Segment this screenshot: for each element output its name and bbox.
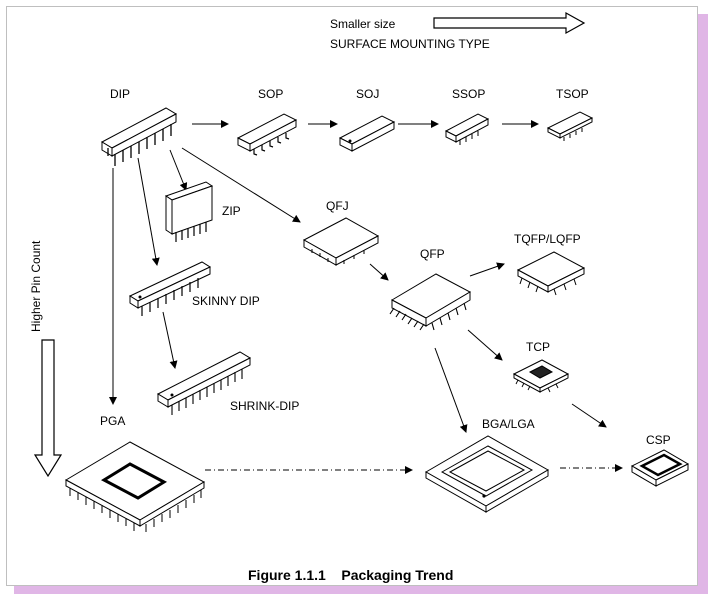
tqfp-label: TQFP/LQFP (514, 232, 581, 246)
arrow-tcp-csp (571, 403, 607, 428)
soj-label: SOJ (356, 87, 379, 101)
higher-pin-count-label: Higher Pin Count (29, 240, 43, 332)
surface-mounting-label: SURFACE MOUNTING TYPE (330, 37, 490, 51)
tcp-label: TCP (526, 340, 550, 354)
arrow-qfp-tqfp (469, 262, 505, 277)
tsop-package (546, 111, 594, 141)
ssop-label: SSOP (452, 87, 485, 101)
qfp-label: QFP (420, 247, 445, 261)
zip-package (164, 181, 214, 242)
qfp-package (389, 273, 472, 331)
shrink-dip-package (156, 351, 252, 415)
higher-pin-count-arrow (33, 339, 63, 478)
smaller-size-arrow (433, 11, 586, 35)
dip-label: DIP (110, 87, 130, 101)
trend-arrows (109, 120, 623, 474)
arrow-dip-zip (169, 149, 188, 191)
tqfp-package (516, 251, 586, 296)
pga-label: PGA (100, 414, 125, 428)
arrow-qfp-tcp (467, 329, 503, 361)
smaller-size-label: Smaller size (330, 17, 396, 31)
figure-caption: Figure 1.1.1 Packaging Trend (248, 567, 453, 583)
sop-package (236, 113, 298, 156)
arrow-qfp-bga (434, 347, 468, 433)
arrow-skinny-shrink (162, 311, 178, 369)
ssop-package (444, 113, 490, 145)
csp-package (630, 449, 690, 487)
arrow-qfj-qfp (369, 263, 389, 281)
arrow-dip-qfj (181, 147, 301, 223)
soj-package (338, 115, 396, 152)
bga-label: BGA/LGA (482, 417, 535, 431)
shrink-dip-label: SHRINK-DIP (230, 399, 299, 413)
dip-package (100, 107, 178, 166)
bga-package (424, 435, 550, 513)
skinny-dip-label: SKINNY DIP (192, 294, 260, 308)
csp-label: CSP (646, 433, 671, 447)
pga-package (64, 441, 206, 532)
qfj-package (302, 217, 380, 266)
tsop-label: TSOP (556, 87, 589, 101)
sop-label: SOP (258, 87, 283, 101)
arrow-dip-skinny (137, 157, 160, 266)
skinny-dip-package (128, 261, 212, 316)
zip-label: ZIP (222, 204, 241, 218)
qfj-label: QFJ (326, 199, 349, 213)
tcp-package (512, 359, 570, 393)
